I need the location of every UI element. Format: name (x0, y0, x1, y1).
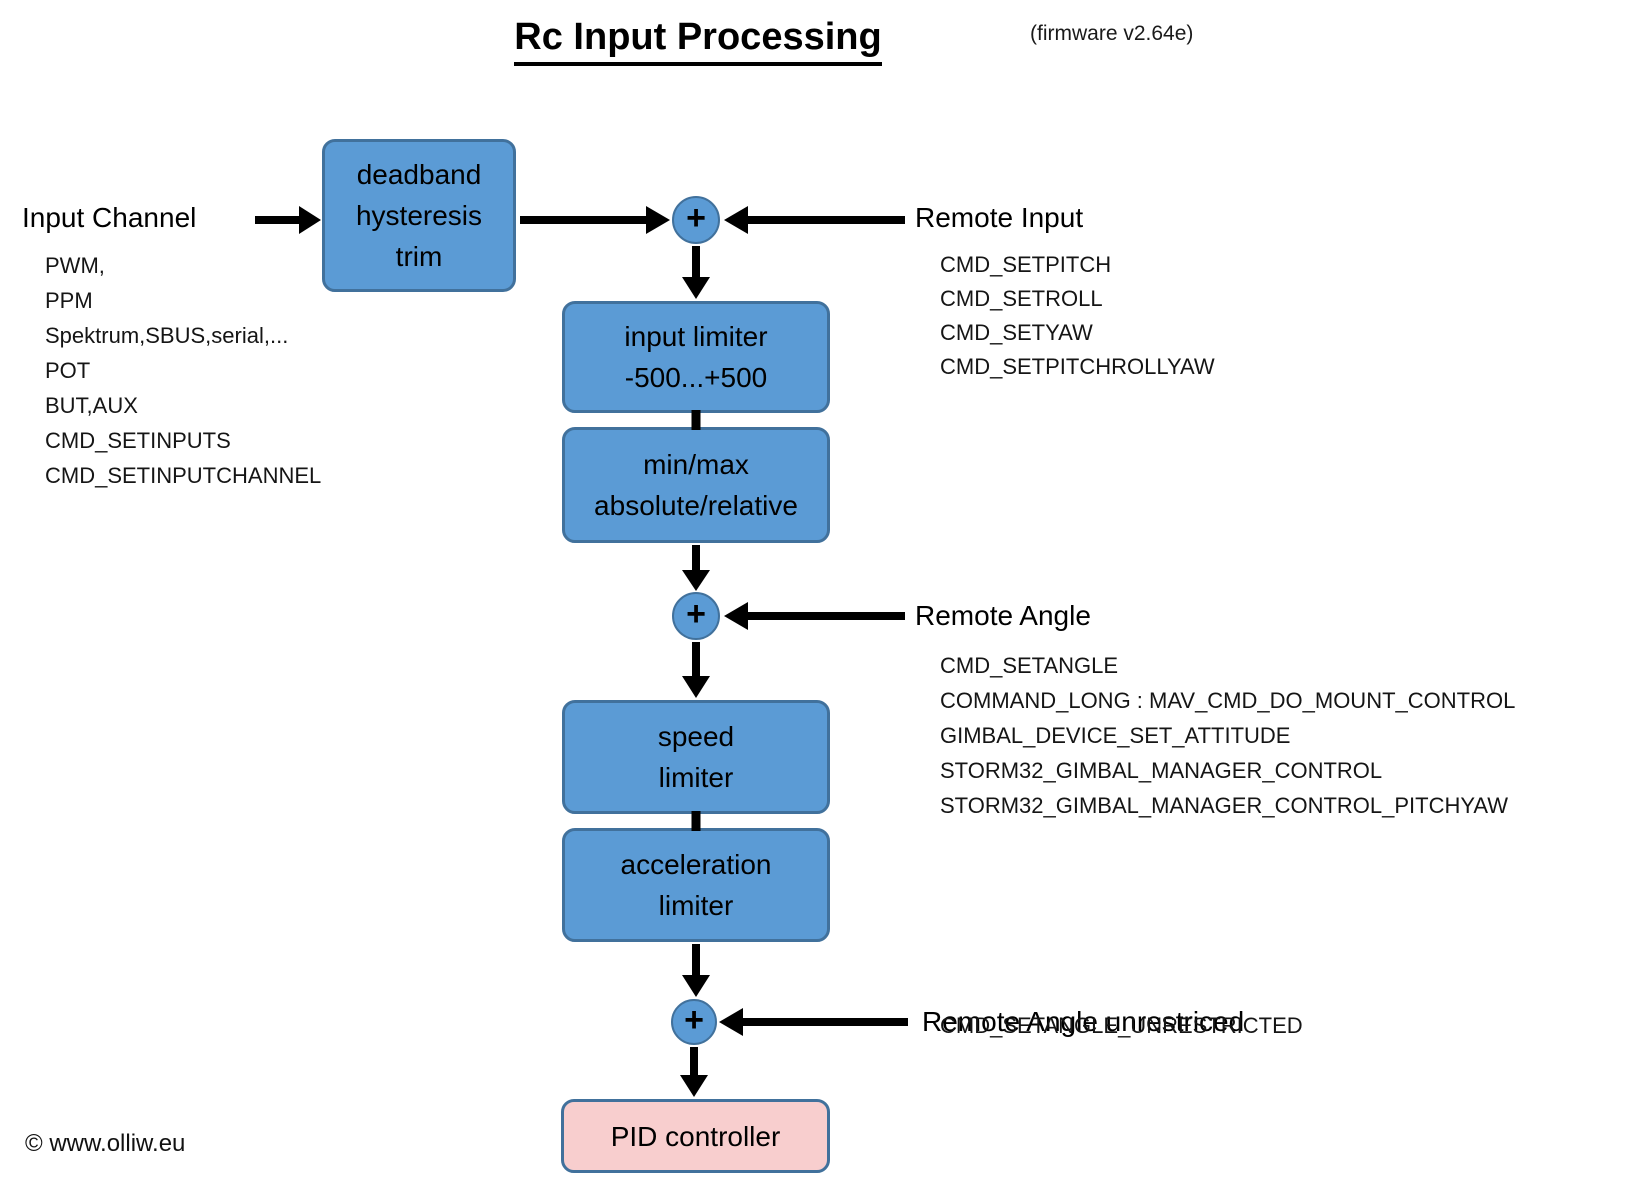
list-item: STORM32_GIMBAL_MANAGER_CONTROL_PITCHYAW (940, 792, 1509, 818)
node-label-line: -500...+500 (624, 362, 768, 393)
node-label-line: input limiter (624, 321, 768, 352)
list-item: COMMAND_LONG : MAV_CMD_DO_MOUNT_CONTROL (940, 687, 1516, 713)
node-deadband-hysteresis-trim: deadband hysteresis trim (322, 139, 516, 292)
list-item: POT (45, 357, 91, 383)
node-speed-limiter: speed limiter (562, 700, 830, 814)
plus-icon: + (684, 1001, 704, 1039)
input-channel-list: PWM, PPM Spektrum,SBUS,serial,... POT BU… (45, 248, 321, 493)
list-item: BUT,AUX (45, 392, 138, 418)
remote-angle-unrestricted-label: Remote Angle unrestriced (922, 1006, 1245, 1037)
arrow-acceleration-to-sum3 (682, 944, 710, 997)
node-label-line: min/max (643, 449, 749, 480)
list-item: CMD_SETPITCH (940, 252, 1112, 277)
node-label-line: acceleration (620, 849, 772, 880)
list-item: CMD_SETYAW (940, 320, 1093, 345)
list-item: CMD_SETINPUTCHANNEL (45, 462, 322, 488)
arrow-sum1-to-input-limiter (682, 246, 710, 299)
arrow-remote-angle-to-sum2 (724, 602, 905, 630)
input-channel-label: Input Channel (22, 202, 197, 233)
arrow-remote-angle-unrestricted-to-sum3 (719, 1008, 908, 1036)
copyright-text: © www.olliw.eu (25, 1130, 186, 1157)
sum-junction-2: + (672, 592, 720, 640)
node-pid-controller: PID controller (561, 1099, 830, 1173)
list-item: PPM (45, 287, 93, 313)
node-input-limiter: input limiter -500...+500 (562, 301, 830, 413)
page-title-wrap: Rc Input Processing (398, 16, 998, 66)
arrow-input-channel-to-deadband (255, 206, 321, 234)
plus-icon: + (686, 199, 706, 237)
list-item: STORM32_GIMBAL_MANAGER_CONTROL (940, 757, 1383, 783)
arrow-deadband-to-sum1 (520, 206, 670, 234)
node-label-line: limiter (658, 762, 734, 793)
arrow-sum2-to-speed-limiter (682, 642, 710, 698)
plus-icon: + (686, 595, 706, 633)
node-label-line: PID controller (610, 1120, 781, 1152)
node-label-line: hysteresis (355, 200, 483, 231)
sum-junction-3: + (671, 999, 717, 1045)
page-title: Rc Input Processing (514, 16, 882, 66)
arrow-remote-input-to-sum1 (724, 206, 905, 234)
list-item: CMD_SETROLL (940, 286, 1103, 311)
remote-angle-list: CMD_SETANGLE COMMAND_LONG : MAV_CMD_DO_M… (940, 648, 1515, 823)
list-item: CMD_SETPITCHROLLYAW (940, 354, 1215, 379)
remote-input-list: CMD_SETPITCH CMD_SETROLL CMD_SETYAW CMD_… (940, 248, 1215, 384)
remote-angle-label: Remote Angle (915, 600, 1091, 631)
list-item: GIMBAL_DEVICE_SET_ATTITUDE (940, 722, 1291, 748)
firmware-version-note: (firmware v2.64e) (1030, 22, 1194, 45)
remote-input-label: Remote Input (915, 202, 1084, 233)
arrow-minmax-to-sum2 (682, 545, 710, 591)
list-item: CMD_SETINPUTS (45, 427, 231, 453)
arrow-sum3-to-pid (680, 1047, 708, 1097)
node-minmax-absolute-relative: min/max absolute/relative (562, 427, 830, 543)
node-label-line: speed (657, 721, 735, 752)
node-acceleration-limiter: acceleration limiter (562, 828, 830, 942)
list-item: Spektrum,SBUS,serial,... (45, 322, 289, 348)
sum-junction-1: + (672, 196, 720, 244)
node-label-line: absolute/relative (594, 490, 798, 521)
node-label-line: deadband (356, 159, 482, 190)
list-item: CMD_SETANGLE_UNRESTRICTED (940, 1012, 1303, 1038)
node-label-line: trim (395, 241, 443, 272)
list-item: PWM, (45, 252, 105, 278)
list-item: CMD_SETANGLE (940, 652, 1119, 678)
remote-angle-unrestricted-list: CMD_SETANGLE_UNRESTRICTED (940, 1008, 1303, 1043)
node-label-line: limiter (658, 890, 734, 921)
